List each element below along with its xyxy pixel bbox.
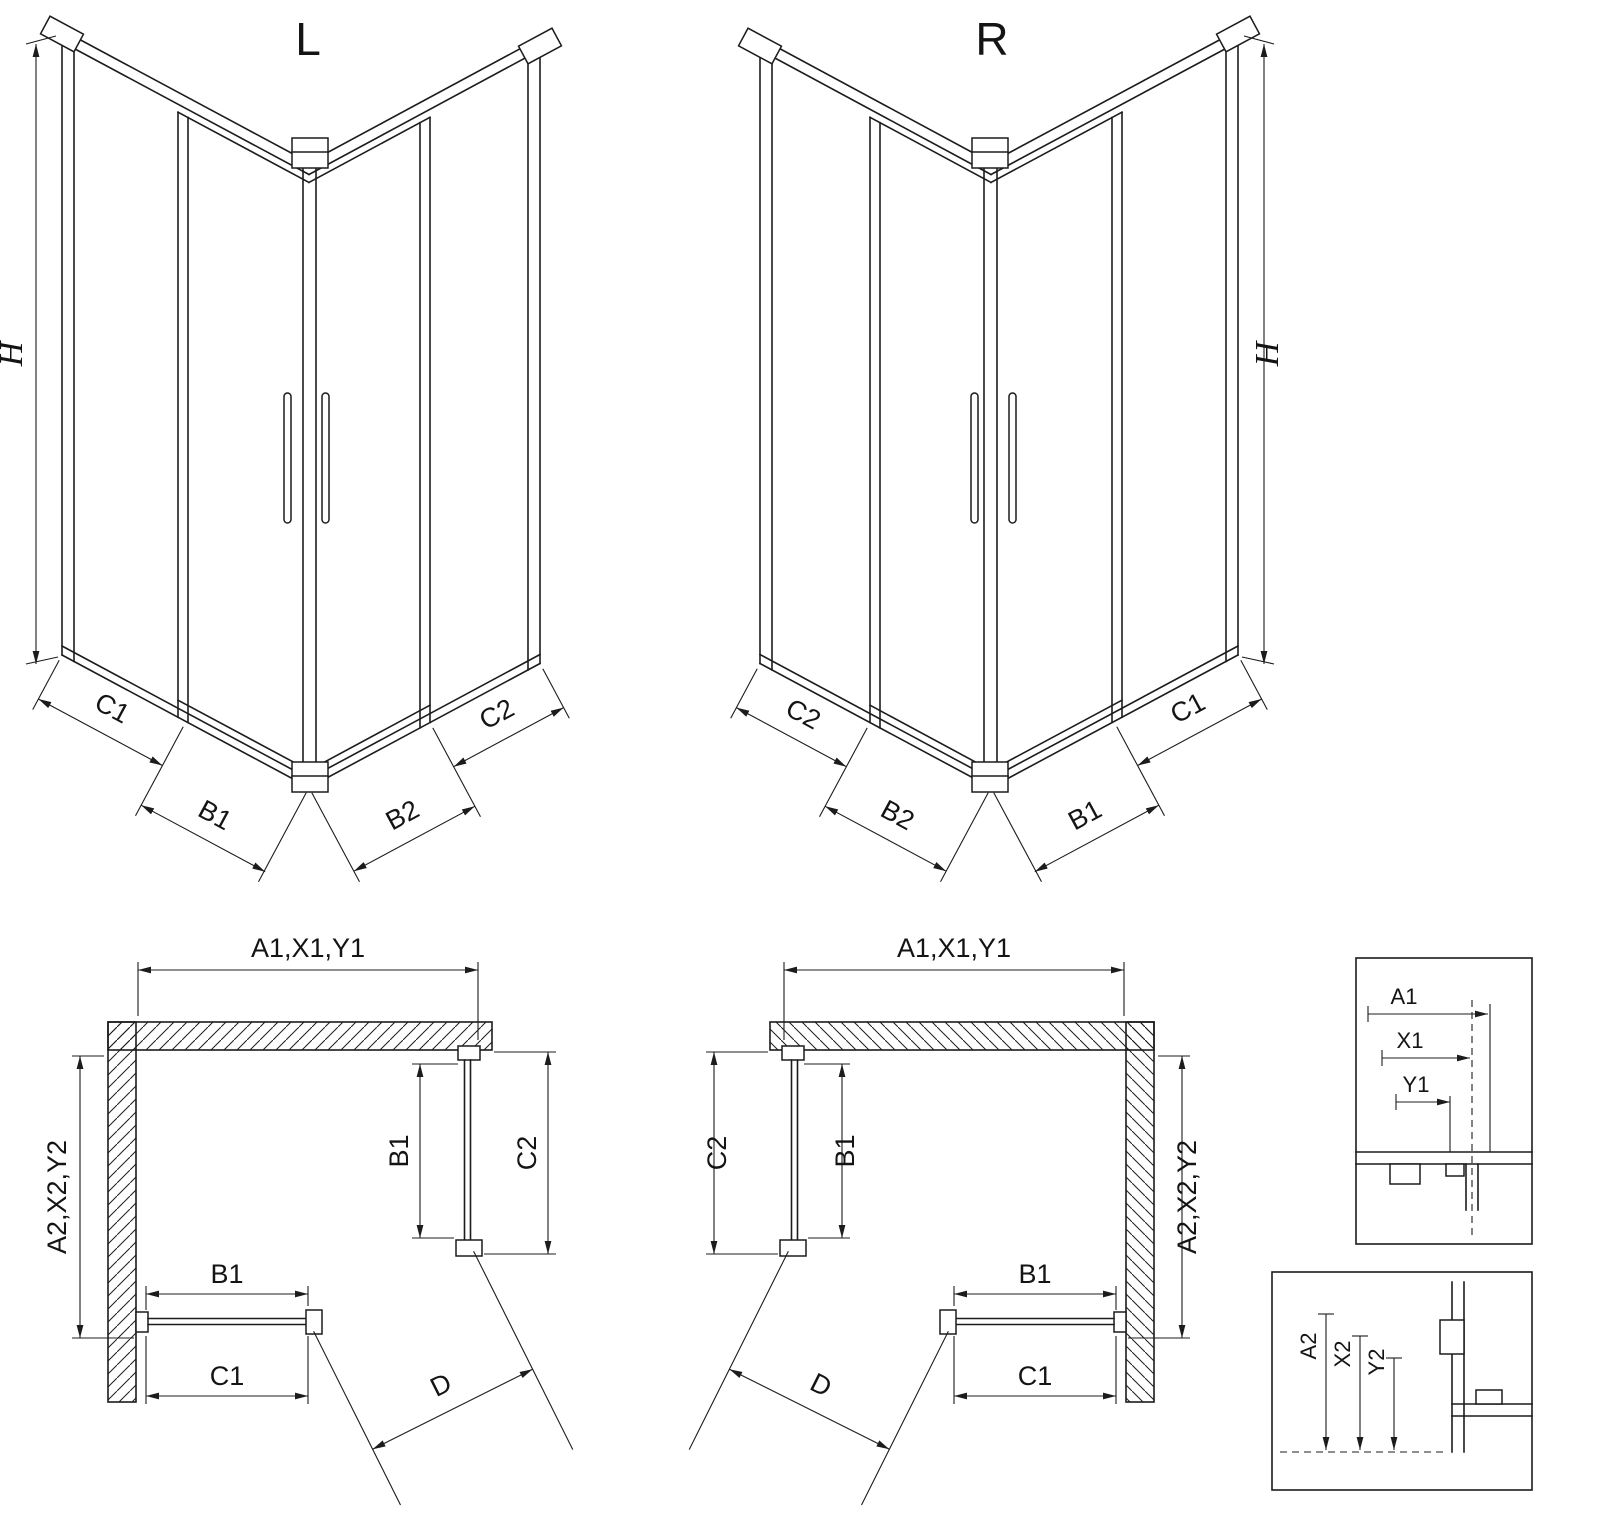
iso-view-right: R H C2 B2 B1 C1 xyxy=(731,13,1286,882)
plan-left-geometry xyxy=(72,962,573,1505)
plan-right-c1-label: C1 xyxy=(1018,1361,1053,1391)
dim-label-c2-left: C2 xyxy=(474,693,519,736)
plan-right-diagonal-label: D xyxy=(806,1367,837,1403)
detail-a2-label: A2 xyxy=(1296,1333,1321,1360)
plan-right-b1-front-label: B1 xyxy=(1018,1259,1051,1289)
detail-y2-label: Y2 xyxy=(1364,1349,1389,1376)
plan-left-b1-front-label: B1 xyxy=(210,1259,243,1289)
plan-left-b1-side-label: B1 xyxy=(384,1134,414,1167)
iso-left-geometry xyxy=(26,16,569,882)
dim-label-b2-left: B2 xyxy=(381,794,424,836)
variant-label-left: L xyxy=(295,13,321,65)
detail-x2-label: X2 xyxy=(1330,1341,1355,1368)
plan-right-b1-side-label: B1 xyxy=(830,1134,860,1167)
plan-view-right: A1,X1,Y1 A2,X2,Y2 B1 C2 B1 C1 D xyxy=(689,933,1202,1505)
dim-label-b1-left: B1 xyxy=(193,794,236,836)
dim-label-c2-right: C2 xyxy=(781,693,826,736)
plan-left-diagonal-label: D xyxy=(426,1367,457,1403)
detail-a1-label: A1 xyxy=(1391,984,1418,1009)
variant-label-right: R xyxy=(975,13,1008,65)
detail-x1-label: X1 xyxy=(1397,1028,1424,1053)
wall-profile-section xyxy=(1355,1151,1533,1211)
plan-right-depth-label: A2,X2,Y2 xyxy=(1172,1140,1202,1254)
plan-right-geometry xyxy=(689,962,1190,1505)
plan-right-width-label: A1,X1,Y1 xyxy=(897,933,1011,963)
dim-label-b2-right: B2 xyxy=(876,794,919,836)
wall-profile-section-vertical xyxy=(1439,1281,1533,1453)
dim-label-c1-right: C1 xyxy=(1165,687,1210,730)
detail-y1-label: Y1 xyxy=(1403,1072,1430,1097)
detail-depth-frame xyxy=(1271,1271,1533,1491)
dim-label-b1-right: B1 xyxy=(1063,794,1106,836)
detail-depth-adjustment: A2 X2 Y2 xyxy=(1271,1271,1533,1491)
plan-right-c2-label: C2 xyxy=(702,1136,732,1171)
dim-label-h-right: H xyxy=(1249,339,1286,367)
detail-width-adjustment: A1 X1 Y1 xyxy=(1355,957,1533,1245)
plan-left-depth-label: A2,X2,Y2 xyxy=(42,1140,72,1254)
plan-left-width-label: A1,X1,Y1 xyxy=(251,933,365,963)
dim-label-c1-left: C1 xyxy=(90,687,135,730)
dim-label-h-left: H xyxy=(0,339,30,367)
iso-view-left: L H C1 B1 B2 C2 xyxy=(0,13,569,882)
plan-view-left: A1,X1,Y1 A2,X2,Y2 B1 C2 B1 C1 D xyxy=(42,933,573,1505)
plan-left-c2-label: C2 xyxy=(512,1136,542,1171)
detail-width-frame xyxy=(1355,957,1533,1245)
plan-left-c1-label: C1 xyxy=(210,1361,245,1391)
iso-right-geometry xyxy=(731,16,1274,882)
